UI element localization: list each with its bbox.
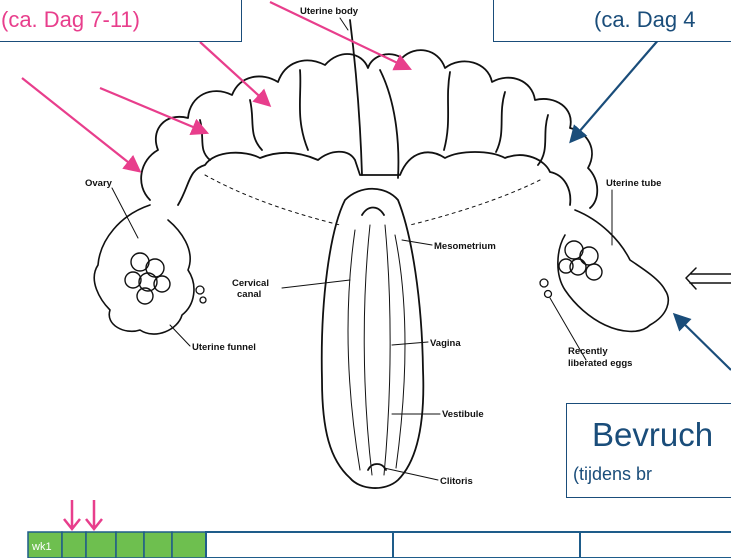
label-eggs-1: Recently bbox=[568, 346, 608, 357]
timeline-week1-cell-4 bbox=[116, 532, 144, 558]
left-ovary bbox=[125, 253, 170, 304]
callout-bevruchting-title: Bevruch bbox=[592, 416, 713, 454]
label-uterine-funnel: Uterine funnel bbox=[192, 342, 256, 353]
right-funnel bbox=[558, 210, 668, 331]
callout-day-7-11-text: (ca. Dag 7-11) bbox=[1, 7, 140, 33]
vagina-striation-4 bbox=[395, 235, 405, 468]
pink-arrow-3 bbox=[200, 42, 268, 104]
label-vagina: Vagina bbox=[430, 338, 461, 349]
timeline-week1-cell-3 bbox=[86, 532, 116, 558]
pink-down-arrows bbox=[64, 500, 102, 529]
uterine-body-line-right bbox=[380, 70, 398, 178]
timeline-week1-cell-2 bbox=[62, 532, 86, 558]
callout-day-4-text: (ca. Dag 4 bbox=[594, 7, 696, 33]
callout-day-4: (ca. Dag 4 bbox=[493, 0, 731, 42]
timeline-week1-label: wk1 bbox=[31, 541, 52, 553]
leader-funnel bbox=[170, 325, 190, 346]
vagina-striation-1 bbox=[348, 230, 360, 470]
uterine-horns-inner bbox=[178, 152, 570, 205]
horn-fold-2 bbox=[250, 100, 262, 150]
label-eggs-2: liberated eggs bbox=[568, 358, 632, 369]
vagina-striation-2 bbox=[364, 225, 372, 475]
timeline-week3 bbox=[393, 532, 580, 558]
callout-day-7-11: (ca. Dag 7-11) bbox=[0, 0, 242, 42]
leader-mesometrium bbox=[402, 240, 432, 245]
uterine-horns-outline bbox=[141, 50, 597, 208]
cervix-top bbox=[362, 208, 384, 216]
horn-fold-1 bbox=[200, 120, 210, 160]
leader-cervical bbox=[282, 280, 350, 288]
label-mesometrium: Mesometrium bbox=[434, 241, 496, 252]
leader-uterine-body bbox=[340, 18, 348, 30]
horn-fold-5 bbox=[496, 92, 505, 152]
leader-clitoris bbox=[384, 468, 438, 480]
right-ovary bbox=[559, 241, 602, 280]
vagina-outline bbox=[322, 189, 424, 488]
label-cervical-canal-2: canal bbox=[237, 289, 261, 300]
label-vestibule: Vestibule bbox=[442, 409, 484, 420]
label-uterine-body: Uterine body bbox=[300, 6, 359, 17]
mesometrium-right bbox=[410, 180, 540, 225]
label-uterine-tube: Uterine tube bbox=[606, 178, 661, 189]
timeline-week2 bbox=[206, 532, 393, 558]
callout-bevruchting-subtitle: (tijdens br bbox=[573, 464, 652, 485]
pink-arrow-1 bbox=[22, 78, 138, 170]
down-arrow-2 bbox=[86, 500, 102, 529]
mesometrium-left bbox=[205, 175, 340, 225]
callout-bevruchting: Bevruch (tijdens br bbox=[566, 403, 731, 498]
vagina-striation-3 bbox=[384, 225, 390, 475]
timeline-week4 bbox=[580, 532, 731, 558]
navy-arrow-bottom bbox=[676, 316, 731, 370]
timeline-week1-cell-5 bbox=[144, 532, 172, 558]
timeline: wk1 bbox=[28, 532, 731, 558]
label-clitoris: Clitoris bbox=[440, 476, 473, 487]
label-cervical-canal-1: Cervical bbox=[232, 278, 269, 289]
label-ovary: Ovary bbox=[85, 178, 113, 189]
right-pointer-arrow bbox=[686, 268, 731, 289]
navy-arrow-top bbox=[572, 38, 660, 140]
horn-fold-6 bbox=[538, 115, 548, 165]
horn-fold-4 bbox=[444, 72, 450, 150]
timeline-week1-cell-6 bbox=[172, 532, 206, 558]
horn-fold-3 bbox=[300, 70, 308, 150]
down-arrow-1 bbox=[64, 500, 80, 529]
